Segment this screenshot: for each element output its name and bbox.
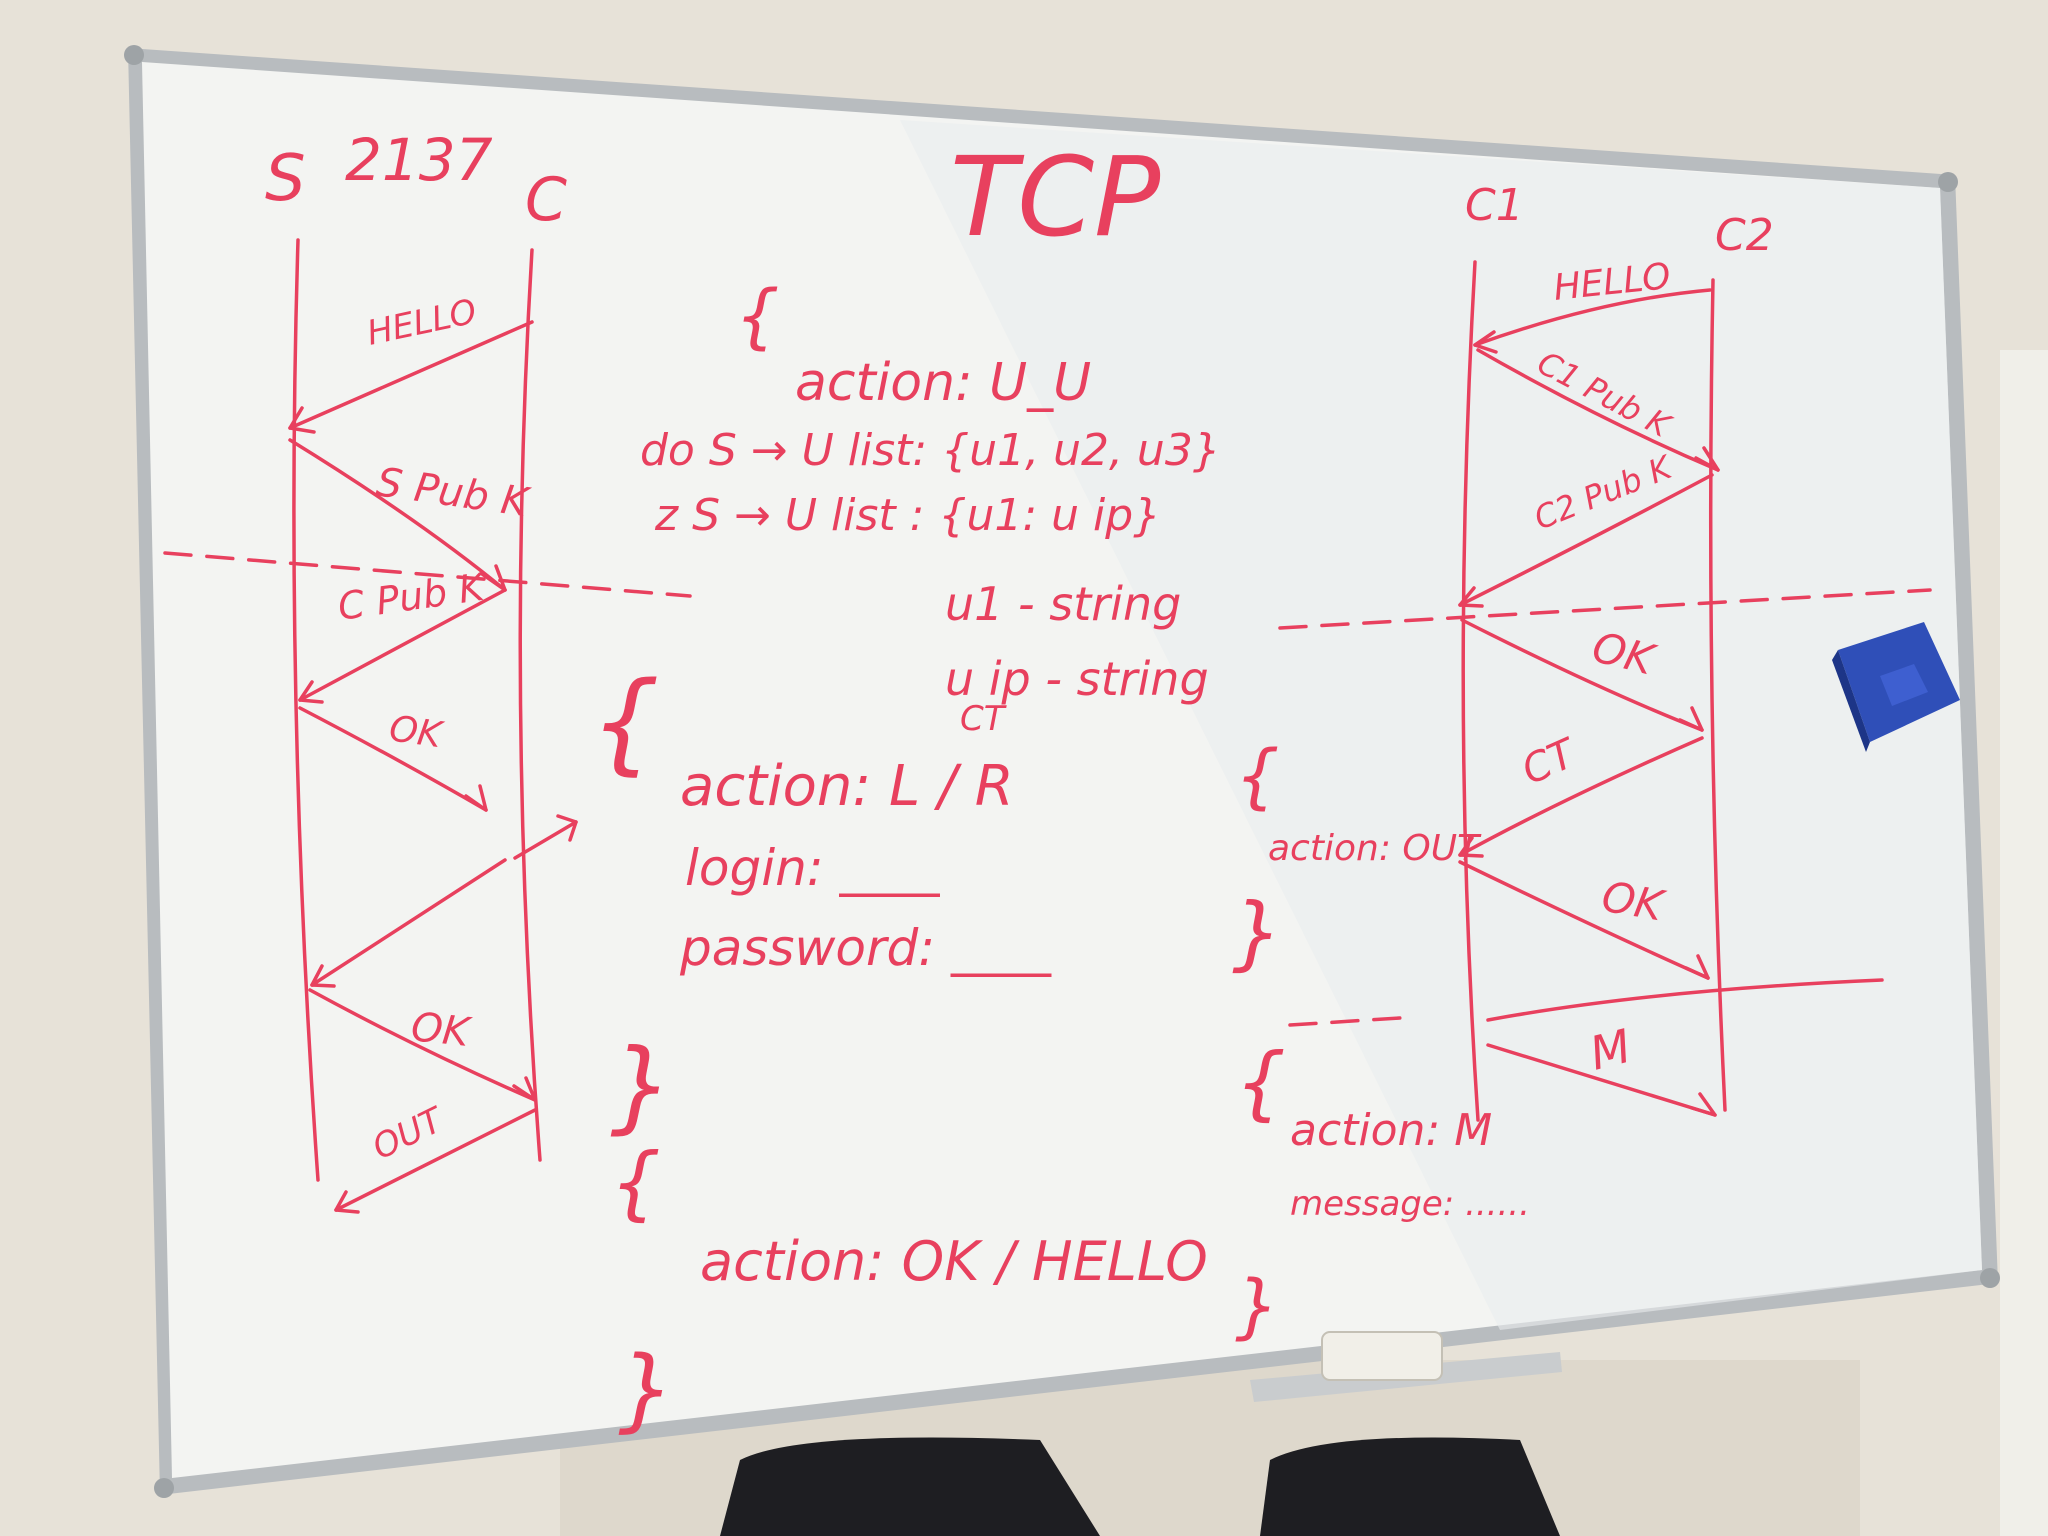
brace-open: { xyxy=(1235,1036,1286,1129)
lifeline-c1 xyxy=(1461,260,1480,1122)
note-line: message: ...... xyxy=(1290,1184,1530,1224)
frame-corner xyxy=(1938,172,1958,192)
wall-corner xyxy=(2000,350,2048,1536)
arrow-ok-2 xyxy=(1458,860,1710,980)
note-line: password: ____ xyxy=(679,919,1052,977)
arrow-out-right xyxy=(513,820,578,860)
arrowhead xyxy=(1458,836,1484,858)
arrow-cpubk xyxy=(298,588,507,702)
frame-corner xyxy=(154,1478,174,1498)
note-ct: CT xyxy=(960,699,1007,739)
arrowhead xyxy=(1684,954,1710,980)
separator-dash xyxy=(1288,1016,1402,1027)
label-c1: C1 xyxy=(1465,180,1524,231)
frame-corner xyxy=(1980,1268,2000,1288)
arrowhead xyxy=(1473,330,1498,354)
lifeline-c2 xyxy=(1708,278,1727,1112)
arrowhead xyxy=(1678,706,1704,732)
arrow-hello xyxy=(288,320,534,430)
msg-label: OK xyxy=(409,1004,474,1056)
brace-open: { xyxy=(590,658,660,786)
msg-label: OK xyxy=(387,708,447,756)
arrowhead xyxy=(464,784,488,812)
arrowhead xyxy=(288,406,316,434)
brace-open: { xyxy=(610,1136,661,1229)
board-title: TCP xyxy=(950,133,1161,261)
note-line: u ip - string xyxy=(945,652,1209,706)
label-client: C xyxy=(525,165,567,235)
lifeline-server xyxy=(292,238,320,1182)
msg-label: OK xyxy=(1598,872,1670,931)
arrow-spubk xyxy=(288,438,507,592)
arrow-back xyxy=(310,858,507,987)
arrow-ct xyxy=(1458,736,1704,857)
center-notes: { action: U_U do S → U list: {u1, u2, u3… xyxy=(590,275,1221,1442)
arrowhead xyxy=(1694,446,1720,472)
arrowhead xyxy=(556,814,578,842)
brace-close: } xyxy=(618,1337,675,1442)
arrow-ok-1 xyxy=(1460,618,1704,732)
arrowhead xyxy=(334,1190,360,1214)
brace-close: } xyxy=(1232,886,1283,979)
separator-line xyxy=(1486,978,1884,1022)
chair-left xyxy=(720,1437,1100,1536)
arrow-c2pubk xyxy=(1458,473,1714,607)
arrow-hello xyxy=(1473,288,1712,347)
arrowhead xyxy=(1690,1092,1717,1117)
note-line: u1 - string xyxy=(945,577,1181,631)
arrow-ok-2 xyxy=(308,988,537,1102)
arrowhead xyxy=(298,680,324,704)
separator-left xyxy=(163,551,692,598)
note-line: action: U_U xyxy=(795,353,1091,413)
note-line: action: OUT xyxy=(1268,828,1482,869)
brace-close: } xyxy=(610,1027,674,1144)
brace-open: { xyxy=(735,275,780,357)
arrowhead xyxy=(1458,586,1484,608)
brace-open: { xyxy=(1235,735,1280,817)
note-line: do S → U list: {u1, u2, u3} xyxy=(640,425,1221,476)
label-port: 2137 xyxy=(345,126,493,194)
label-c2: C2 xyxy=(1715,210,1774,261)
arrowhead xyxy=(310,964,336,988)
note-line: action: OK / HELLO xyxy=(700,1230,1208,1293)
arrow-out xyxy=(334,1108,537,1212)
note-line: login: ____ xyxy=(685,839,941,897)
arrowhead xyxy=(480,564,507,592)
separator-right xyxy=(1278,588,1932,630)
left-sequence-diagram: S 2137 C HELLO S Pub K C Pub K OK OK OUT xyxy=(163,126,692,1214)
label-server: S xyxy=(265,142,306,216)
frame-corner xyxy=(124,45,144,65)
arrow-m xyxy=(1486,1043,1717,1117)
eraser-icon[interactable] xyxy=(1832,622,1960,752)
note-line: action: M xyxy=(1290,1105,1492,1156)
note-line: z S → U list : {u1: u ip} xyxy=(654,490,1161,541)
arrowhead xyxy=(512,1076,537,1102)
chair-right xyxy=(1260,1437,1560,1536)
eraser-holder xyxy=(1321,1331,1443,1381)
right-notes: { action: OUT } { action: M message: ...… xyxy=(1232,735,1530,1347)
brace-close: } xyxy=(1235,1265,1280,1347)
note-line: action: L / R xyxy=(680,754,1014,819)
arrow-ok-1 xyxy=(298,706,488,812)
lifeline-client xyxy=(518,248,542,1162)
arrow-c1pubk xyxy=(1476,348,1720,472)
right-sequence-diagram: C1 C2 HELLO C1 Pub K C2 Pub K OK CT OK M xyxy=(1278,180,1932,1122)
